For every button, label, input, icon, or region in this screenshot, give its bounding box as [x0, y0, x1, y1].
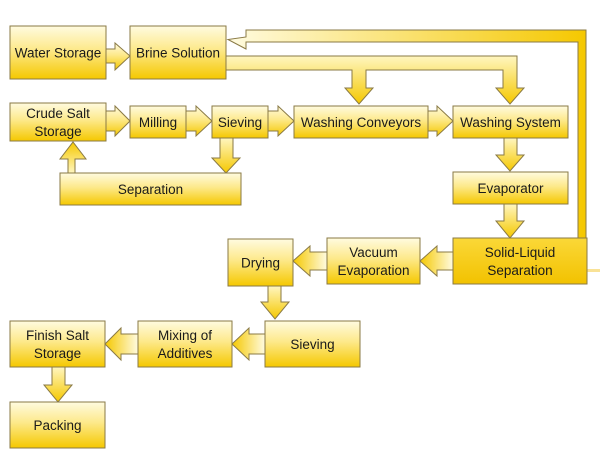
node-separation: Separation [59, 172, 242, 206]
node-label: Mixing of [158, 328, 212, 343]
node-box [293, 105, 429, 139]
node-sieving-1: Sieving [211, 105, 269, 139]
node-evaporator: Evaporator [452, 171, 569, 205]
node-box [137, 320, 233, 368]
node-box [452, 105, 569, 139]
node-label: Brine Solution [136, 46, 220, 61]
node-label: Packing [33, 418, 81, 433]
node-brine-solution: Brine Solution [129, 25, 227, 80]
node-box [59, 172, 242, 206]
arrow-vacuum-to-drying [292, 244, 328, 278]
node-box [452, 171, 569, 205]
node-label: Sieving [218, 115, 262, 130]
node-label: Evaporator [477, 181, 544, 196]
arrow-sieving-to-conveyors [267, 104, 295, 138]
node-label: Washing Conveyors [301, 115, 422, 130]
node-label: Milling [139, 115, 177, 130]
arrow-washing-system-to-evaporator [494, 137, 526, 172]
node-label: Storage [34, 124, 81, 139]
node-label: Solid-Liquid [485, 245, 556, 260]
node-mixing-of-additives: Mixing of Additives [137, 320, 233, 368]
node-water-storage: Water Storage [9, 25, 107, 80]
node-box [326, 237, 421, 285]
arrow-crude-to-milling [105, 104, 131, 138]
arrow-finish-to-packing [42, 366, 74, 403]
node-box [9, 25, 107, 80]
node-label: Separation [118, 182, 183, 197]
node-label: Separation [487, 263, 552, 278]
node-box [211, 105, 269, 139]
node-label: Water Storage [15, 46, 102, 61]
node-box [264, 320, 361, 368]
node-label: Vacuum [349, 245, 398, 260]
node-label: Crude Salt [26, 106, 90, 121]
node-packing: Packing [9, 401, 106, 449]
node-box [9, 401, 106, 449]
node-label: Drying [241, 256, 280, 271]
arrow-water-to-brine [105, 41, 131, 72]
node-washing-conveyors: Washing Conveyors [293, 105, 429, 139]
node-label: Finish Salt [26, 328, 89, 343]
arrow-conveyors-to-washing-system [427, 104, 454, 138]
node-label: Evaporation [337, 263, 409, 278]
arrow-mixing-to-finish [104, 326, 139, 362]
arrow-solid-liquid-to-vacuum [419, 244, 454, 278]
node-label: Washing System [460, 115, 561, 130]
brine-manifold-arrow [225, 55, 526, 105]
arrow-sieving-to-mixing [231, 326, 266, 362]
arrow-evaporator-to-solid-liquid [494, 203, 526, 239]
arrow-sieving-to-separation [210, 137, 242, 174]
node-sieving-2: Sieving [264, 320, 361, 368]
node-box [129, 105, 187, 139]
node-milling: Milling [129, 105, 187, 139]
node-box [227, 238, 294, 287]
node-box [9, 102, 107, 142]
arrow-separation-to-crude [58, 141, 88, 174]
node-drying: Drying [227, 238, 294, 287]
node-box [9, 320, 106, 368]
node-box [452, 237, 588, 285]
arrow-milling-to-sieving [185, 104, 213, 138]
decorative-streak [586, 269, 600, 272]
node-box [129, 25, 227, 80]
node-washing-system: Washing System [452, 105, 569, 139]
node-label: Storage [34, 346, 81, 361]
node-label: Additives [158, 346, 213, 361]
node-label: Sieving [290, 337, 334, 352]
arrow-drying-to-sieving [259, 285, 291, 320]
return-loop-pipe [226, 29, 587, 241]
